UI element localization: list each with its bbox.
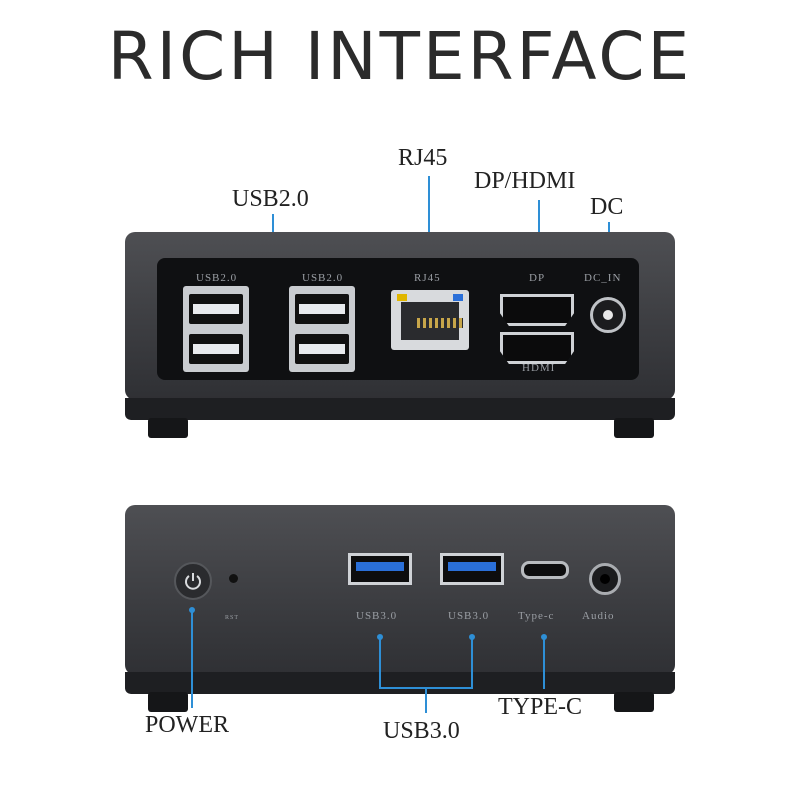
front-foot-right — [614, 692, 654, 712]
usb2-b-port-label: USB2.0 — [302, 272, 344, 284]
audio-port-label: Audio — [582, 610, 615, 622]
rj45-port — [391, 290, 469, 350]
power-icon — [185, 573, 201, 590]
type-c-callout-label: TYPE-C — [498, 694, 582, 720]
dc-in-port-label: DC_IN — [584, 272, 622, 284]
usb3-a-port-label: USB3.0 — [356, 610, 398, 622]
usb3-callout-line — [425, 687, 427, 713]
type-c-port-label: Type-c — [518, 610, 555, 622]
dc-callout-label: DC — [590, 194, 624, 220]
type-c-port — [521, 561, 569, 579]
usb3-callout-leg-right — [471, 637, 473, 689]
audio-jack — [589, 563, 621, 595]
dp-port-label: DP — [529, 272, 546, 284]
usb3-callout-leg-left — [379, 637, 381, 689]
rj45-callout-line — [428, 176, 430, 256]
power-callout-line — [191, 610, 193, 708]
hdmi-port-label: HDMI — [522, 362, 556, 374]
page-title: RICH INTERFACE — [107, 18, 693, 95]
front-foot-left — [148, 692, 188, 712]
usb3-b-port-label: USB3.0 — [448, 610, 490, 622]
reset-label: RST — [225, 615, 240, 621]
power-callout-label: POWER — [145, 712, 229, 738]
dp-hdmi-callout-line — [538, 200, 540, 256]
usb3-port-a — [348, 553, 412, 585]
rear-chassis-base — [125, 398, 675, 420]
dc-in-jack — [590, 297, 626, 333]
type-c-callout-line — [543, 637, 545, 689]
rj45-port-label: RJ45 — [414, 272, 441, 284]
rear-foot-right — [614, 418, 654, 438]
rear-foot-left — [148, 418, 188, 438]
hdmi-port — [500, 332, 574, 364]
dp-hdmi-callout-label: DP/HDMI — [474, 168, 576, 194]
usb2-a-port-label: USB2.0 — [196, 272, 238, 284]
front-chassis — [125, 505, 675, 675]
rj45-callout-label: RJ45 — [398, 145, 448, 171]
usb3-port-b — [440, 553, 504, 585]
displayport-port — [500, 294, 574, 326]
usb2-callout-line — [272, 214, 274, 238]
usb2-port-stack-b — [289, 286, 355, 372]
reset-pinhole[interactable] — [229, 574, 238, 583]
power-button[interactable] — [174, 562, 212, 600]
usb3-callout-label: USB3.0 — [383, 718, 460, 744]
front-chassis-base — [125, 672, 675, 694]
usb2-port-stack-a — [183, 286, 249, 372]
usb2-callout-label: USB2.0 — [232, 186, 309, 212]
